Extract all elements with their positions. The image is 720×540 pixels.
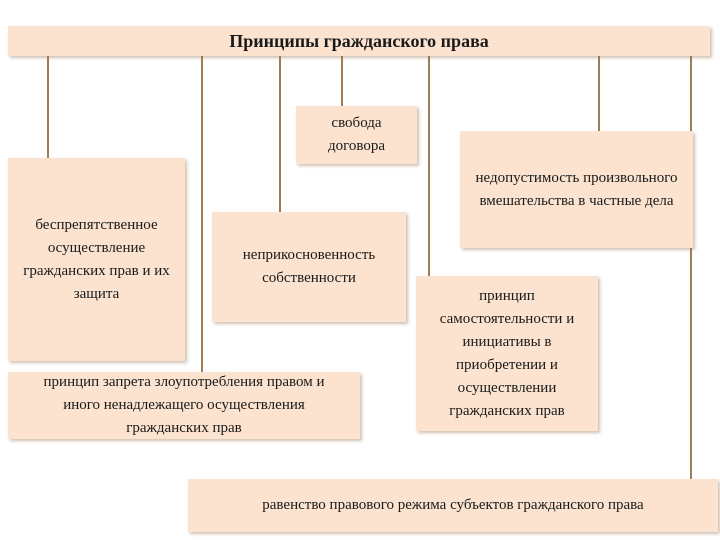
connector-line <box>47 54 49 158</box>
title-text: Принципы гражданского права <box>229 30 489 51</box>
box-unhindered: беспрепятственное осуществление гражданс… <box>8 158 185 361</box>
box-label: беспрепятственное осуществление гражданс… <box>23 216 170 302</box>
connector-line <box>341 54 343 106</box>
box-label: принцип самостоятельности и инициативы в… <box>439 287 575 419</box>
connector-line <box>201 54 203 372</box>
box-inviolability: неприкосновенность собственности <box>212 212 406 322</box>
connector-line <box>428 54 430 276</box>
box-abuse-prohibition: принцип запрета злоупотребления правом и… <box>8 372 360 439</box>
box-freedom-contract: свобода договора <box>296 106 417 164</box>
box-label: принцип запрета злоупотребления правом и… <box>43 374 325 436</box>
box-label: свобода договора <box>327 115 386 154</box>
connector-line <box>279 54 281 212</box>
connector-line <box>690 54 692 479</box>
box-non-interference: недопустимость произвольного вмешательст… <box>460 131 693 248</box>
diagram-title: Принципы гражданского права <box>8 26 710 56</box>
box-label: равенство правового режима субъектов гра… <box>262 497 644 513</box>
box-label: неприкосновенность собственности <box>242 247 376 286</box>
connector-line <box>598 54 600 131</box>
box-independence: принцип самостоятельности и инициативы в… <box>416 276 598 431</box>
box-equality: равенство правового режима субъектов гра… <box>188 479 718 532</box>
box-label: недопустимость произвольного вмешательст… <box>475 169 678 209</box>
